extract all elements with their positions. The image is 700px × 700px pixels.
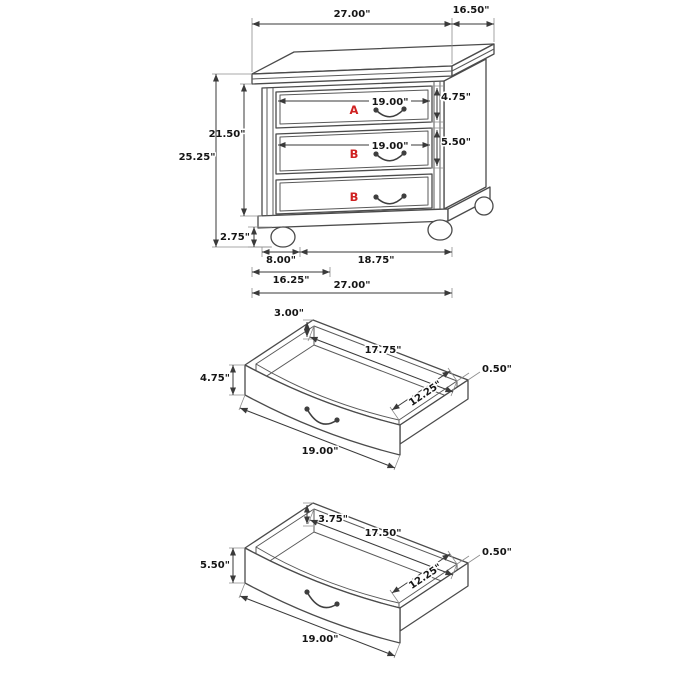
- drawer-b-detail-view: 3.75" 5.50" 17.50" 0.50" 12.25" 19.00": [199, 502, 513, 659]
- extension-line: [307, 508, 458, 580]
- drawer-2-handle: [373, 150, 407, 162]
- dimension-line: [391, 370, 451, 411]
- dim-upper-height: 21.50": [207, 83, 262, 217]
- dim-base-width: 27.00": [251, 279, 453, 298]
- dim-drawer1-width: 19.00": [278, 96, 430, 110]
- dim-a-side-height-label: 3.00": [274, 308, 304, 319]
- bun-foot-right: [427, 219, 453, 241]
- dim-total-height-label: 25.25": [179, 152, 216, 163]
- drawer-3-panel: [279, 176, 429, 212]
- dim-a-inner-width-label: 17.75": [365, 345, 402, 356]
- dim-drawer1-height: 4.75": [431, 85, 472, 123]
- drawer-1-panel: [279, 89, 429, 125]
- drawer-front-panel: [244, 547, 401, 644]
- dim-base-span-label: 18.75": [358, 255, 395, 266]
- extension-line: [456, 371, 481, 382]
- extension-line: [307, 325, 458, 397]
- tabletop-molding-line: [251, 70, 453, 80]
- dim-a-front-height: 4.75": [199, 364, 245, 396]
- dim-b-side-height-label: 3.75": [318, 514, 348, 525]
- dim-drawer1-width-label: 19.00": [372, 97, 409, 108]
- extension-line: [248, 226, 272, 248]
- extension-line: [456, 554, 481, 565]
- dim-base-width-label: 27.00": [334, 280, 371, 291]
- dimension-line: [391, 553, 451, 594]
- dim-a-side-height: 3.00": [273, 307, 313, 340]
- drawer-a-detail-view: 3.00" 4.75" 17.75" 0.50" 12.25" 19.00": [199, 307, 513, 471]
- dim-top-depth: 16.50": [451, 4, 495, 42]
- extension-line: [431, 85, 443, 123]
- pilaster-left: [266, 88, 274, 216]
- handle-bail-icon: [375, 108, 405, 118]
- drawer-1-handle: [373, 106, 407, 118]
- dim-b-wall-thickness: 0.50": [456, 546, 513, 565]
- dim-b-inner-width-label: 17.50": [365, 528, 402, 539]
- extension-line: [229, 364, 245, 396]
- dimension-line: [239, 595, 396, 657]
- drawer-3-handle: [373, 193, 407, 205]
- dim-b-front-height: 5.50": [199, 547, 245, 584]
- dim-b-wall-thickness-label: 0.50": [482, 547, 512, 558]
- dim-drawer1-height-label: 4.75": [441, 92, 471, 103]
- bun-foot-back: [474, 196, 494, 216]
- dim-drawer2-width-label: 19.00": [372, 141, 409, 152]
- extension-line: [240, 83, 262, 217]
- dim-b-front-height-label: 5.50": [200, 560, 230, 571]
- dim-top-width-label: 27.00": [334, 9, 371, 20]
- dim-a-front-width: 19.00": [238, 394, 401, 471]
- dim-drawer2-height-label: 5.50": [441, 137, 471, 148]
- dimension-line: [239, 407, 396, 469]
- dim-a-wall-thickness: 0.50": [456, 363, 513, 382]
- dim-drawer2-height: 5.50": [431, 127, 472, 169]
- extension-line: [431, 127, 443, 169]
- extension-line: [229, 547, 245, 584]
- drawer-front-panel: [244, 364, 401, 456]
- dim-foot-height: 2.75": [219, 226, 272, 248]
- handle-bail-icon: [375, 152, 405, 162]
- dim-b-front-width-label: 19.00": [302, 634, 339, 645]
- dim-drawer2-width: 19.00": [278, 140, 430, 154]
- drawer-2-panel: [279, 130, 429, 172]
- dim-base-depth-label: 16.25": [273, 275, 310, 286]
- handle-bail-icon: [375, 195, 405, 205]
- drawer-1-letter: A: [350, 103, 359, 117]
- side-panel: [443, 58, 487, 210]
- dim-base-offset-label: 8.00": [266, 255, 296, 266]
- nightstand-front-view: A B B 27.00" 16.50" 21.50" 25.25" 2.75": [177, 4, 495, 298]
- dim-base-depth: 16.25": [251, 267, 331, 288]
- dim-a-front-height-label: 4.75": [200, 373, 230, 384]
- dim-foot-height-label: 2.75": [220, 232, 250, 243]
- drawer-2-letter: B: [350, 147, 359, 161]
- drawer-3-letter: B: [350, 190, 359, 204]
- dim-top-depth-label: 16.50": [453, 5, 490, 16]
- bun-foot-left: [270, 226, 296, 248]
- dim-a-front-width-label: 19.00": [302, 446, 339, 457]
- dim-b-front-width: 19.00": [238, 582, 401, 659]
- dim-a-wall-thickness-label: 0.50": [482, 364, 512, 375]
- tabletop-molding-line: [451, 48, 495, 72]
- dim-b-inner-width: 17.50": [307, 508, 458, 580]
- dim-b-side-height: 3.75": [303, 502, 349, 527]
- dim-upper-height-label: 21.50": [209, 129, 246, 140]
- dim-base-span: 18.75": [300, 247, 453, 268]
- dim-total-height: 25.25": [177, 73, 271, 248]
- dim-base-offset: 8.00": [261, 247, 301, 268]
